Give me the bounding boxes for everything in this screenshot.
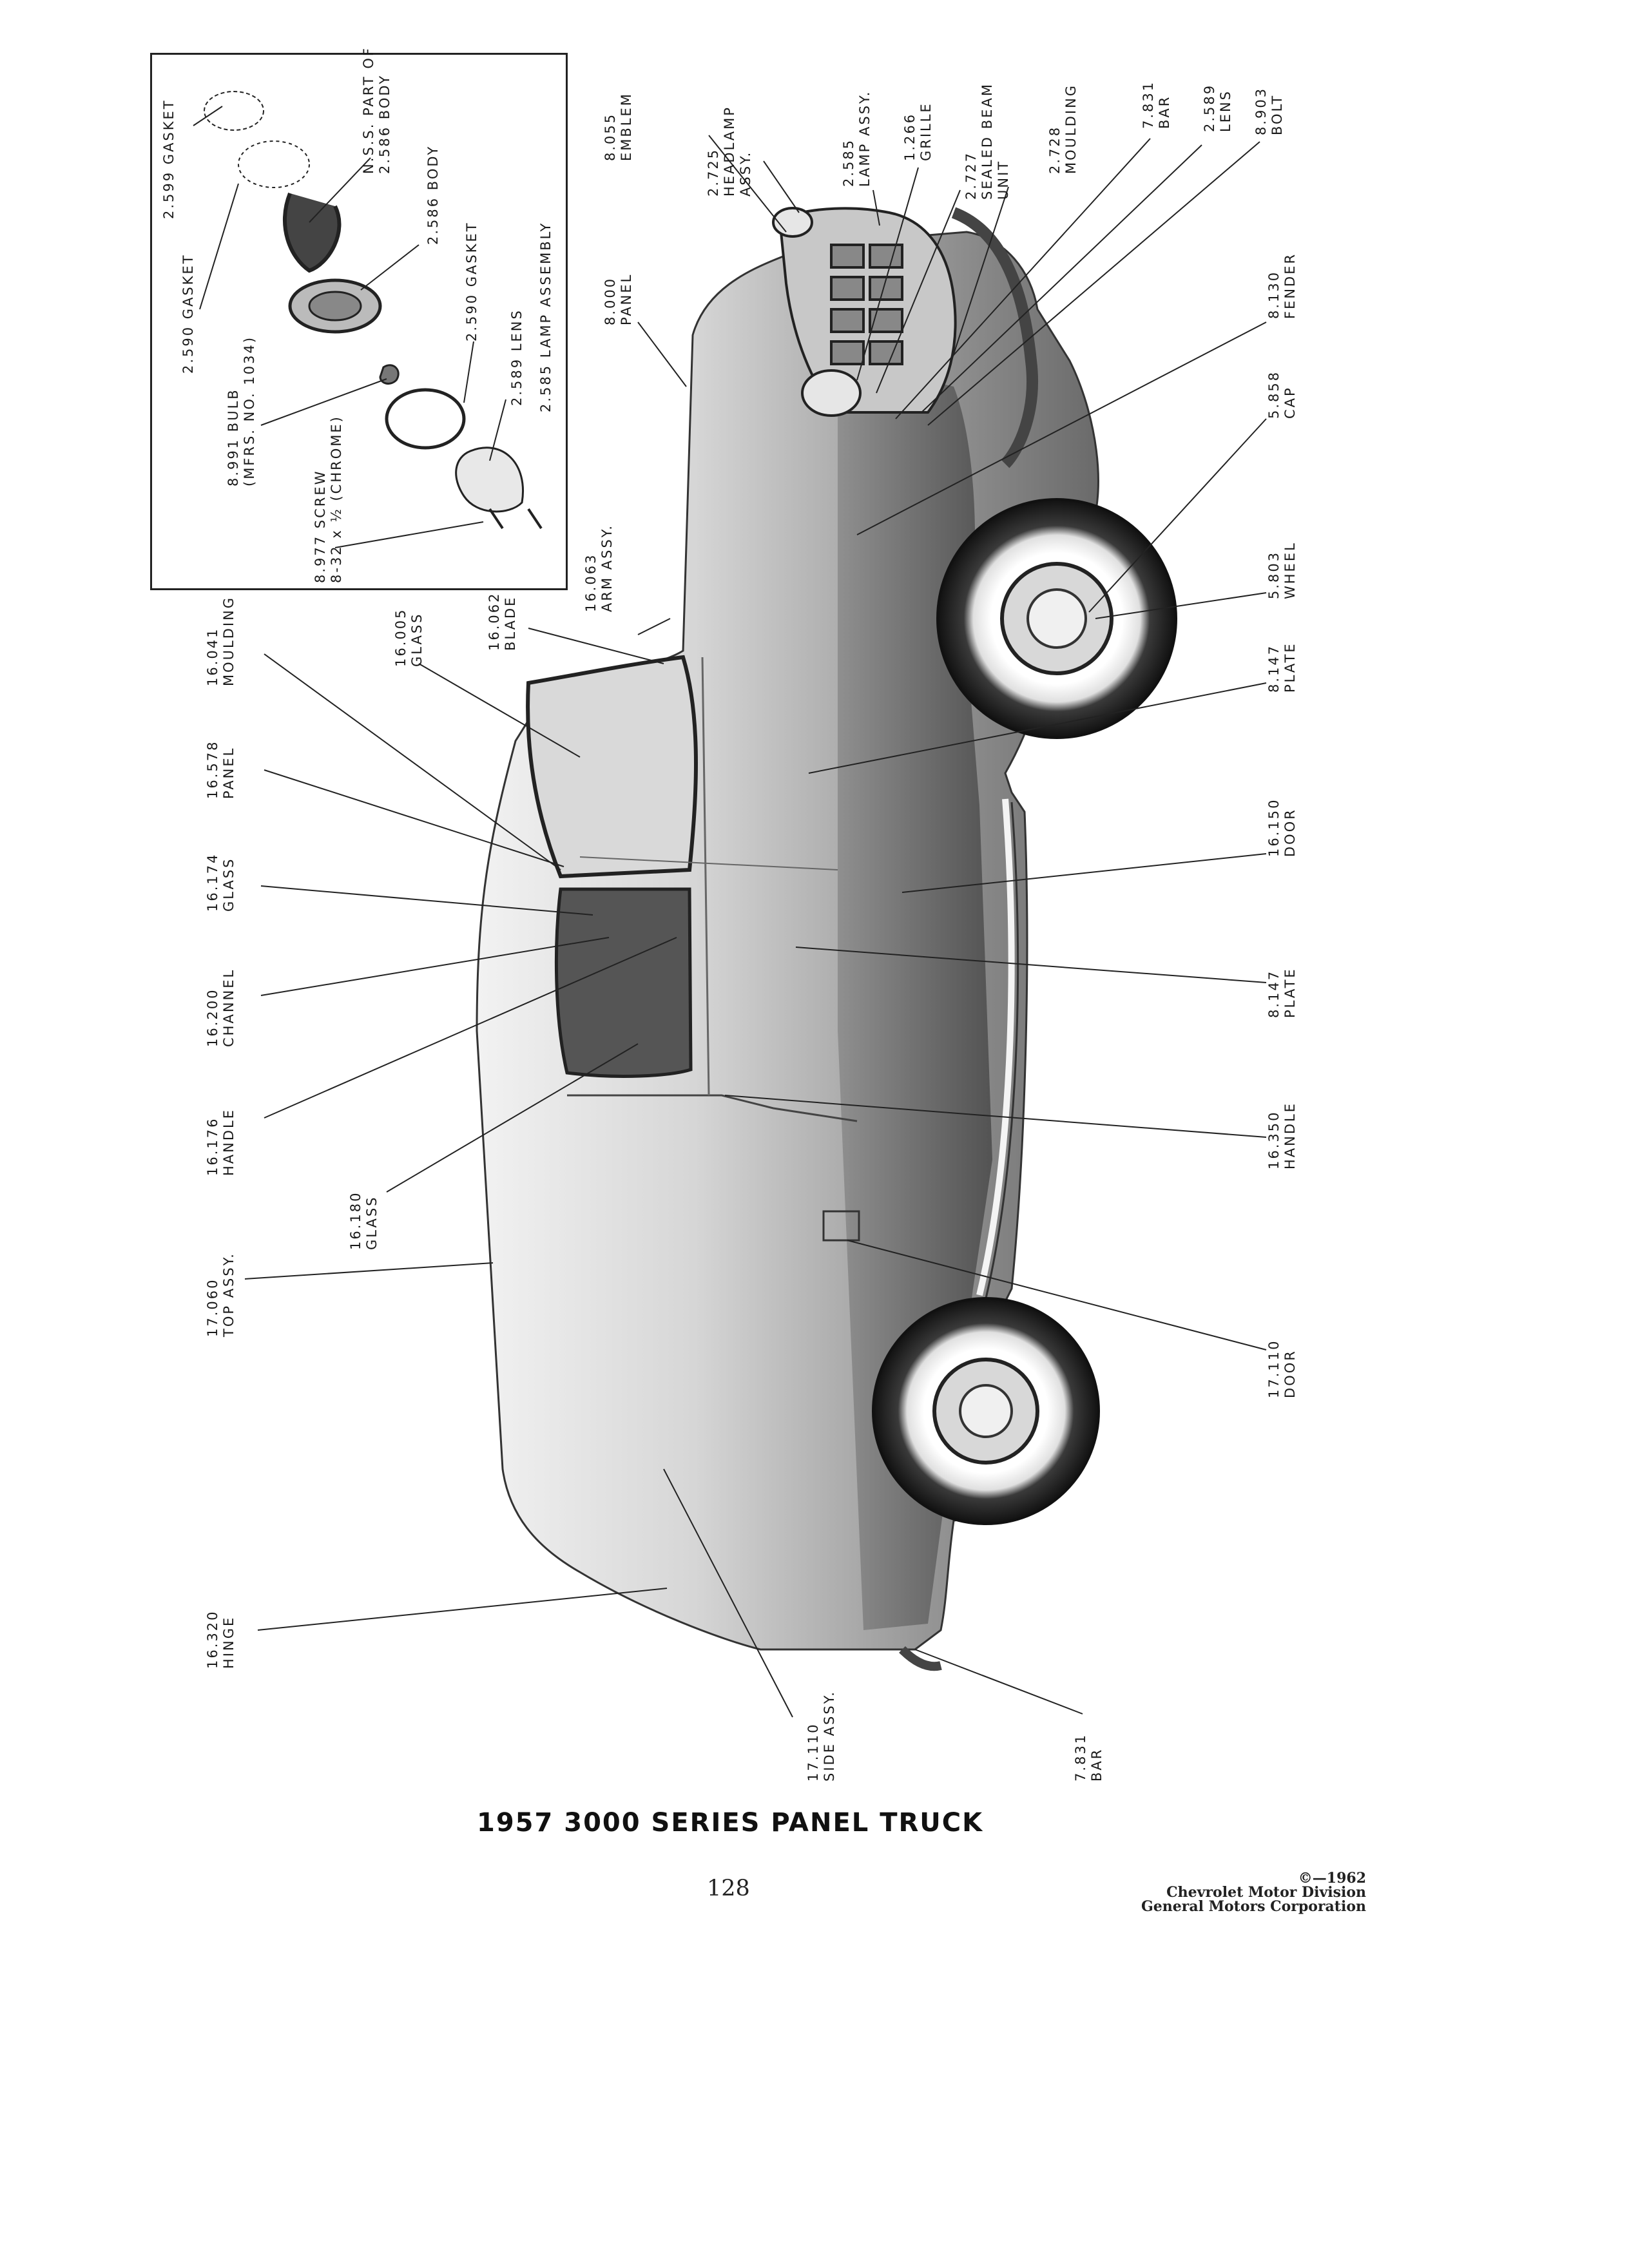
truck-body bbox=[476, 207, 1177, 1671]
page-title: 1957 3000 SERIES PANEL TRUCK bbox=[477, 1808, 984, 1838]
copyright-notice: ©—1962 Chevrolet Motor Division General … bbox=[1057, 1871, 1366, 1914]
lamp-inset-frame bbox=[150, 53, 568, 590]
leader-lines bbox=[193, 106, 1267, 1718]
copyright-division: Chevrolet Motor Division bbox=[1166, 1884, 1366, 1901]
lamp-exploded-view bbox=[204, 91, 543, 530]
copyright-year: ©—1962 bbox=[1298, 1870, 1366, 1887]
copyright-corporation: General Motors Corporation bbox=[1141, 1898, 1366, 1915]
page-number: 128 bbox=[707, 1876, 750, 1901]
